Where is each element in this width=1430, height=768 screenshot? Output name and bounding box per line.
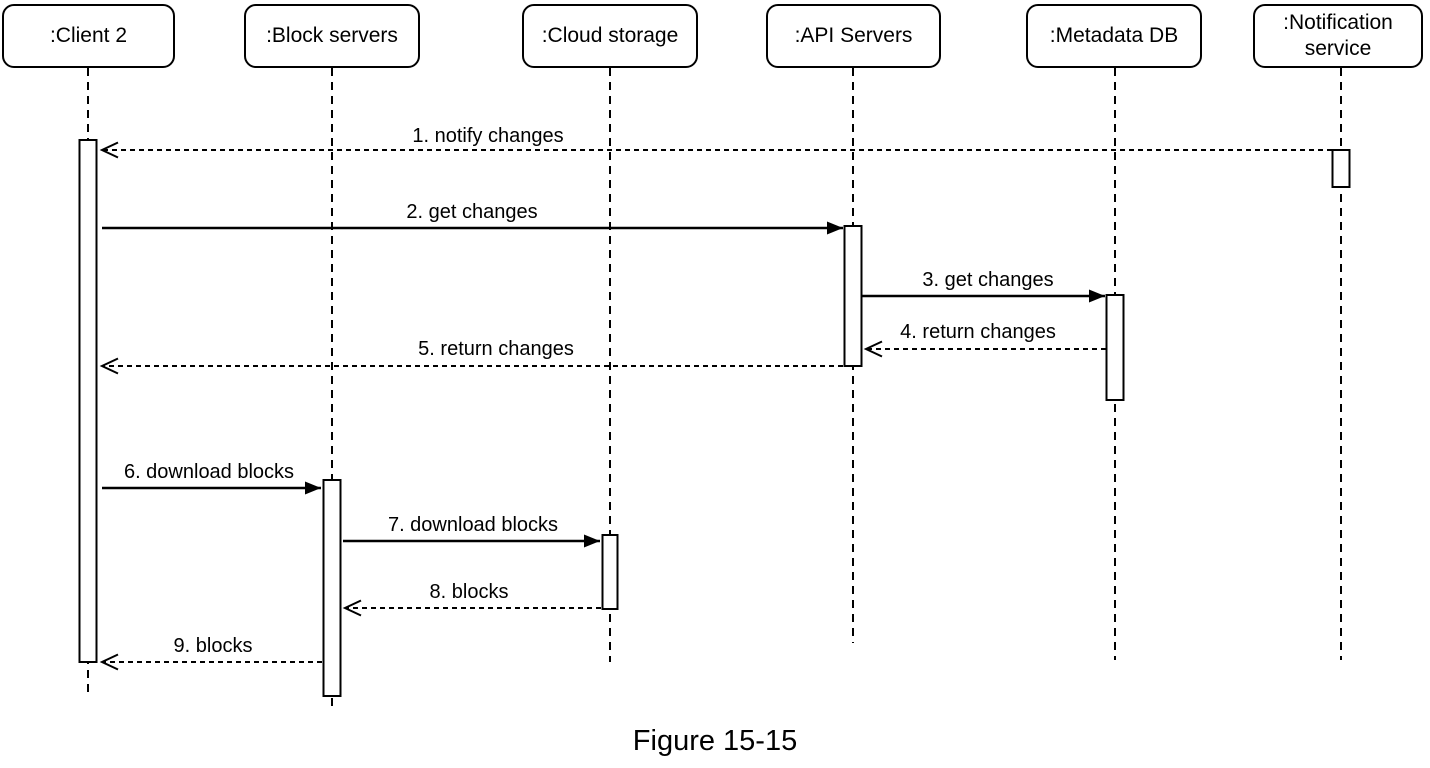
actor-box-block-servers: :Block servers	[244, 4, 420, 68]
actor-box-notification-service: :Notification service	[1253, 4, 1423, 68]
actor-box-client2: :Client 2	[2, 4, 175, 68]
message-label-9: 9. blocks	[173, 635, 253, 657]
message-label-6: 6. download blocks	[123, 461, 295, 483]
message-label-5: 5. return changes	[418, 338, 574, 360]
actor-box-metadata-db: :Metadata DB	[1026, 4, 1202, 68]
activation-bar-cloud-storage	[601, 534, 619, 610]
message-label-2: 2. get changes	[406, 201, 538, 223]
message-label-8: 8. blocks	[429, 581, 509, 603]
activation-bar-block-servers	[322, 479, 342, 697]
message-label-3: 3. get changes	[922, 269, 1054, 291]
figure-caption: Figure 15-15	[632, 725, 798, 757]
activation-bar-notification-service	[1331, 149, 1351, 188]
message-label-1: 1. notify changes	[412, 125, 564, 147]
message-label-7: 7. download blocks	[387, 514, 559, 536]
activation-bar-metadata-db	[1105, 294, 1125, 401]
actor-box-api-servers: :API Servers	[766, 4, 941, 68]
activation-bar-api-servers	[843, 225, 863, 367]
activation-bar-client2	[78, 139, 98, 663]
message-label-4: 4. return changes	[900, 321, 1056, 343]
actor-box-cloud-storage: :Cloud storage	[522, 4, 698, 68]
